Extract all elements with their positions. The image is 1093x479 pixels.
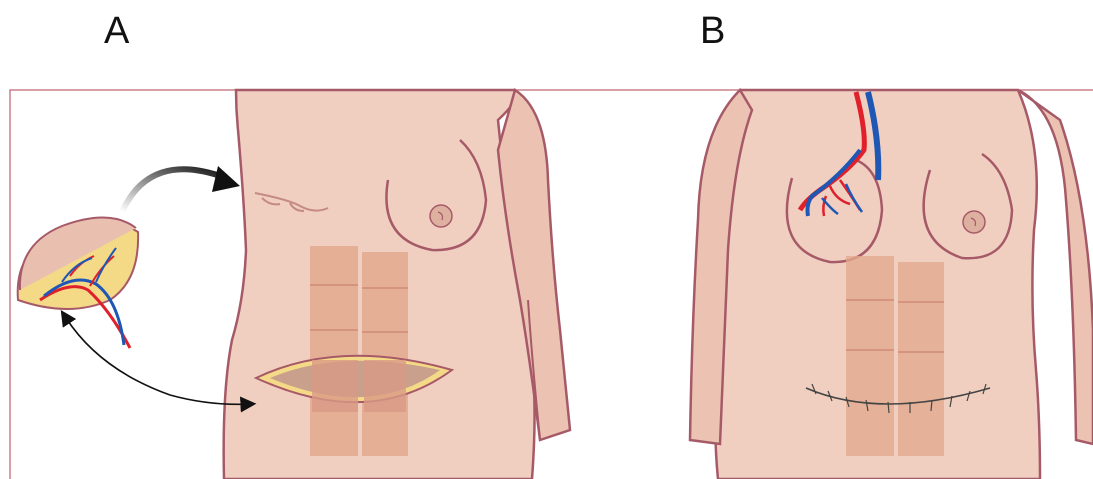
- breast-b: [924, 154, 1012, 258]
- panel-b: [690, 90, 1093, 479]
- double-headed-arrow-icon: [66, 318, 250, 404]
- nipple-a: [430, 205, 452, 227]
- abdominal-tissue-flap-icon: [18, 217, 138, 348]
- nipple-b: [963, 211, 985, 233]
- curved-arrow-icon: [122, 169, 226, 212]
